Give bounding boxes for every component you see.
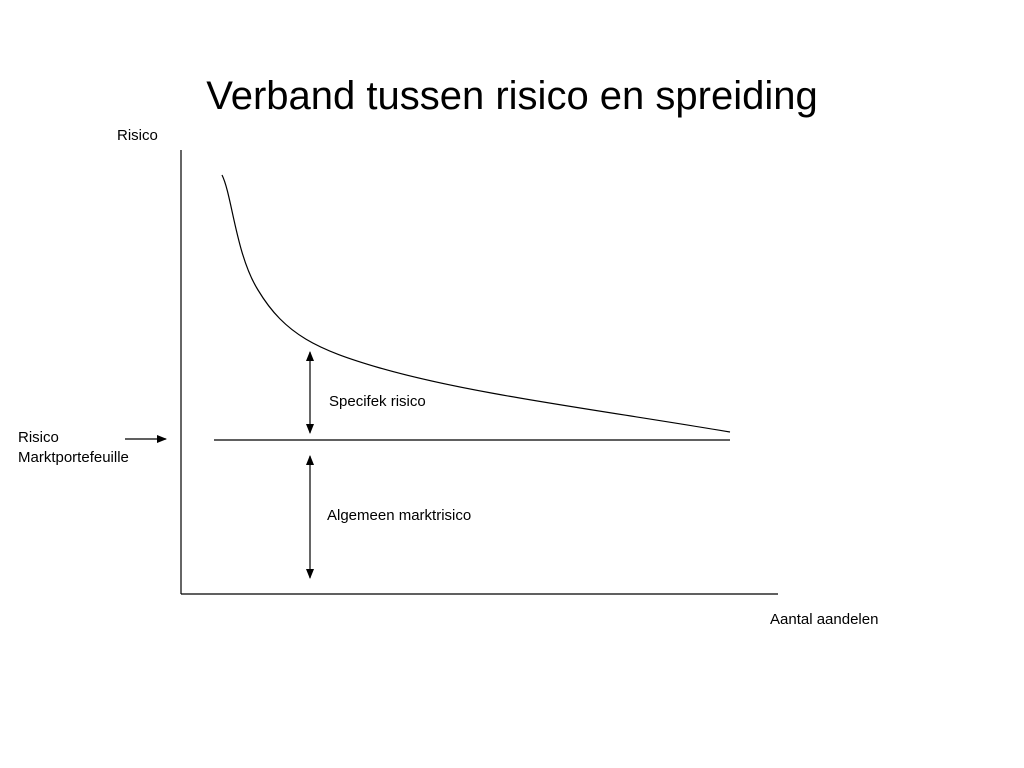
- market-portfolio-label-line2: Marktportefeuille: [18, 449, 129, 466]
- market-risk-label: Algemeen marktrisico: [327, 507, 472, 524]
- slide-title: Verband tussen risico en spreiding: [206, 74, 818, 118]
- risk-curve: [221, 174, 731, 433]
- specific-risk-label: Specifek risico: [329, 393, 426, 410]
- market-portfolio-label-line1: Risico: [18, 429, 59, 446]
- x-axis-label: Aantal aandelen: [770, 611, 879, 628]
- y-axis-label: Risico: [117, 127, 158, 144]
